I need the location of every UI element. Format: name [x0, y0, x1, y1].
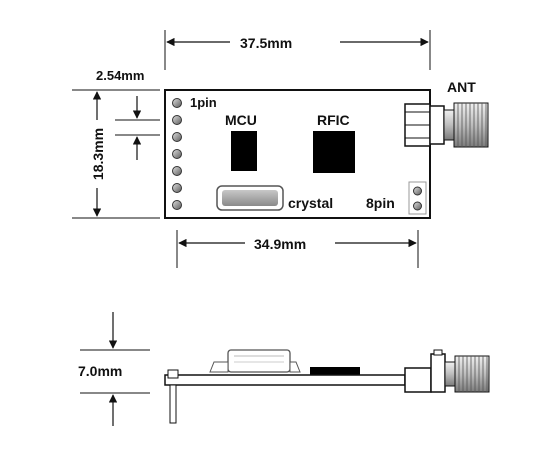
module-side-view [164, 349, 490, 424]
width-top-label: 37.5mm [240, 35, 292, 51]
dimension-width-top: 37.5mm [164, 30, 431, 70]
sma-body [453, 102, 489, 148]
side-crystal [227, 349, 291, 373]
pin-hole [172, 132, 182, 142]
antenna-label: ANT [447, 79, 476, 95]
thickness-label: 7.0mm [78, 363, 122, 379]
rfic-chip [313, 131, 355, 173]
pin-hole [172, 200, 182, 210]
rfic-label: RFIC [317, 112, 350, 128]
crystal-component [222, 190, 278, 206]
crystal-label: crystal [288, 195, 333, 211]
pin-hole [172, 149, 182, 159]
height-label: 18.3mm [90, 128, 106, 180]
side-header-pin [169, 384, 177, 424]
side-pcb [164, 374, 406, 386]
width-bottom-label: 34.9mm [254, 236, 306, 252]
dimension-pin-pitch: 2.54mm [96, 68, 160, 160]
pin-hole [413, 186, 422, 196]
antenna-connector-top [404, 102, 489, 148]
pcb-board [164, 89, 431, 219]
mcu-label: MCU [225, 112, 257, 128]
pin-pitch-label: 2.54mm [96, 68, 144, 83]
mcu-chip [231, 131, 257, 171]
dimension-thickness: 7.0mm [78, 312, 150, 426]
pin-hole [172, 166, 182, 176]
dimension-height: 18.3mm [72, 89, 160, 219]
left-pin-header [172, 98, 182, 210]
pin-hole [172, 98, 182, 108]
pin-hole [172, 183, 182, 193]
pin1-label: 1pin [190, 95, 217, 110]
side-chip [310, 367, 360, 375]
pin-hole [172, 115, 182, 125]
dimension-width-bottom: 34.9mm [176, 230, 419, 268]
pin-hole [413, 201, 422, 211]
pin8-label: 8pin [366, 195, 395, 211]
side-sma-body [454, 355, 490, 393]
